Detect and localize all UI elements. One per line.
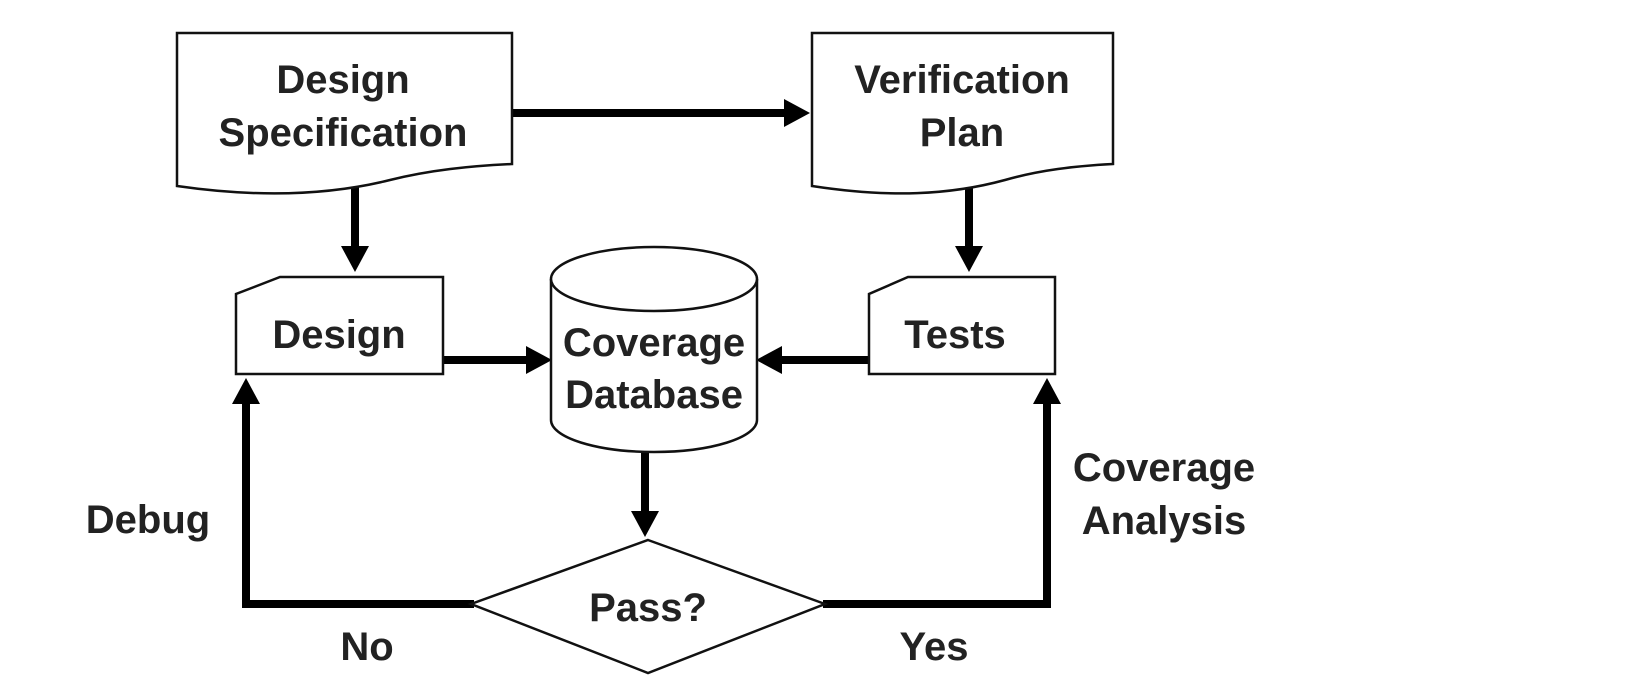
document-shape — [175, 31, 514, 195]
node-tests: Tests — [867, 275, 1057, 376]
yes-label: Yes — [900, 625, 969, 669]
edge-coverage-to-pass — [631, 452, 659, 537]
no-label: No — [340, 625, 393, 669]
verification-plan-label-line2: Plan — [920, 111, 1004, 155]
design-specification-label-line2: Specification — [219, 111, 468, 155]
edge-tests-to-coverage — [756, 346, 869, 374]
edge-spec-to-design — [341, 186, 369, 272]
cylinder-body — [549, 279, 759, 454]
edge-spec-to-plan — [512, 99, 810, 127]
cylinder-top — [549, 245, 759, 313]
edge-pass-yes-to-tests — [823, 378, 1061, 608]
coverage-analysis-label-line1: Coverage — [1073, 446, 1255, 490]
edge-design-to-coverage — [443, 346, 552, 374]
node-coverage-database: Coverage Database — [549, 245, 759, 454]
coverage-database-label-line1: Coverage — [563, 321, 745, 365]
node-design: Design — [234, 275, 445, 376]
node-pass-decision: Pass? — [467, 538, 829, 675]
coverage-analysis-label-line2: Analysis — [1082, 499, 1247, 543]
debug-label: Debug — [86, 498, 210, 542]
decision-diamond — [467, 538, 829, 675]
node-verification-plan: Verification Plan — [810, 31, 1115, 195]
design-label: Design — [272, 313, 405, 357]
pass-label: Pass? — [589, 586, 707, 630]
card-shape — [234, 275, 445, 376]
edge-plan-to-tests — [955, 186, 983, 272]
coverage-database-label-line2: Database — [565, 373, 743, 417]
verification-plan-label-line1: Verification — [854, 58, 1070, 102]
document-shape — [810, 31, 1115, 195]
node-design-specification: Design Specification — [175, 31, 514, 195]
edge-pass-no-to-design — [232, 378, 474, 608]
design-specification-label-line1: Design — [276, 58, 409, 102]
tests-label: Tests — [904, 313, 1006, 357]
card-shape — [867, 275, 1057, 376]
